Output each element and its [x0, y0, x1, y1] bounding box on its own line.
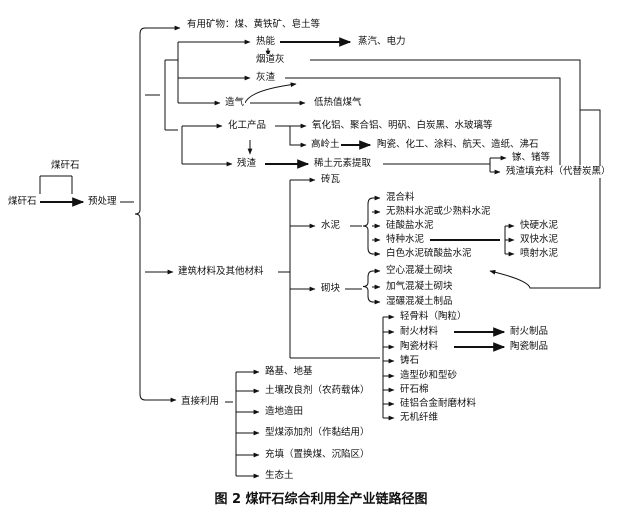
brace-55 — [362, 270, 374, 303]
brace-43 — [362, 197, 374, 255]
node-chemical-products: 化工产品 — [227, 120, 268, 132]
node-hollow-block: 空心混凝土砌块 — [385, 265, 454, 277]
node-backfill: 充填（置换煤、沉陷区） — [264, 449, 371, 461]
node-land-making: 造地造田 — [264, 406, 305, 418]
brace-6 — [134, 27, 146, 401]
node-special-cement: 特种水泥 — [385, 234, 426, 246]
node-brick-tile: 砖瓦 — [320, 174, 342, 186]
figure-caption: 图 2 煤矸石综合利用全产业链路径图 — [214, 492, 428, 507]
node-block: 砌块 — [320, 283, 342, 295]
node-wet-crushed-products: 湿碾混凝土制品 — [385, 296, 454, 308]
node-white-sulfo-cement: 白色水泥硫酸盐水泥 — [385, 248, 473, 260]
connector-19 — [310, 59, 581, 110]
node-ash-slag: 灰渣 — [255, 72, 277, 84]
node-fast-hard-cement: 快硬水泥 — [519, 220, 560, 232]
node-direct-use: 直接利用 — [180, 396, 221, 408]
node-aerated-block: 加气混凝土砌块 — [385, 281, 454, 293]
node-pretreatment: 预处理 — [87, 196, 118, 208]
node-coal-gangue: 煤矸石 — [7, 196, 38, 208]
node-cast-stone: 铸石 — [399, 355, 421, 367]
node-residue-filler: 残渣填充料（代替炭黑） — [505, 166, 612, 178]
node-kaolin: 高岭土 — [310, 139, 341, 151]
connector-28 — [289, 126, 307, 148]
node-flue-ash: 烟道灰 — [255, 54, 286, 66]
node-soil-amendment: 土壤改良剂（农药载体） — [264, 385, 371, 397]
connector-20 — [285, 77, 561, 160]
node-ceramic-products: 陶瓷制品 — [509, 341, 550, 353]
node-mixed-material: 混合料 — [385, 192, 416, 204]
node-useful-minerals: 有用矿物：煤、黄铁矿、皂土等 — [186, 19, 322, 31]
node-spray-cement: 喷射水泥 — [519, 248, 560, 260]
node-source: 煤矸石 — [50, 160, 81, 172]
node-rare-earth-extraction: 稀土元素提取 — [313, 158, 373, 170]
node-cement: 水泥 — [320, 220, 342, 232]
node-ceramic-material: 陶瓷材料 — [399, 341, 440, 353]
node-refractory-products: 耐火制品 — [509, 326, 550, 338]
node-chemical-list: 氧化铝、聚合铝、明矾、白炭黑、水玻璃等 — [311, 120, 494, 132]
node-inorganic-fiber: 无机纤维 — [399, 412, 440, 424]
node-roadbed: 路基、地基 — [264, 366, 314, 378]
node-gallium-germanium: 镓、锗等 — [511, 152, 552, 164]
node-residue: 残渣 — [236, 158, 258, 170]
connector-60 — [580, 109, 601, 165]
node-steam-power: 蒸汽、电力 — [357, 36, 407, 48]
node-double-fast-cement: 双快水泥 — [519, 234, 560, 246]
node-thermal-energy: 热能 — [255, 36, 277, 48]
node-gangue-wool: 矸石棉 — [399, 384, 430, 396]
node-si-al-abrasive: 硅铝合金耐磨材料 — [399, 398, 478, 410]
node-gasification: 造气 — [224, 97, 246, 109]
node-eco-soil: 生态土 — [264, 470, 295, 482]
node-molding-sand: 造型砂和型砂 — [399, 370, 459, 382]
connector-22 — [244, 82, 297, 104]
node-refractory-material: 耐火材料 — [399, 326, 440, 338]
connector-59 — [489, 165, 601, 289]
node-building-materials: 建筑材料及其他材料 — [177, 266, 265, 278]
node-light-aggregate: 轻骨料（陶粒） — [399, 311, 468, 323]
node-kaolin-uses: 陶瓷、化工、涂料、航天、造纸、沸石 — [376, 139, 540, 151]
node-silicate-cement: 硅酸盐水泥 — [385, 220, 435, 232]
node-low-heat-gas: 低热值煤气 — [313, 97, 363, 109]
node-briquette-additive: 型煤添加剂（作黏结用） — [264, 427, 371, 439]
node-clinker-free-cement: 无熟料水泥或少熟料水泥 — [385, 206, 492, 218]
